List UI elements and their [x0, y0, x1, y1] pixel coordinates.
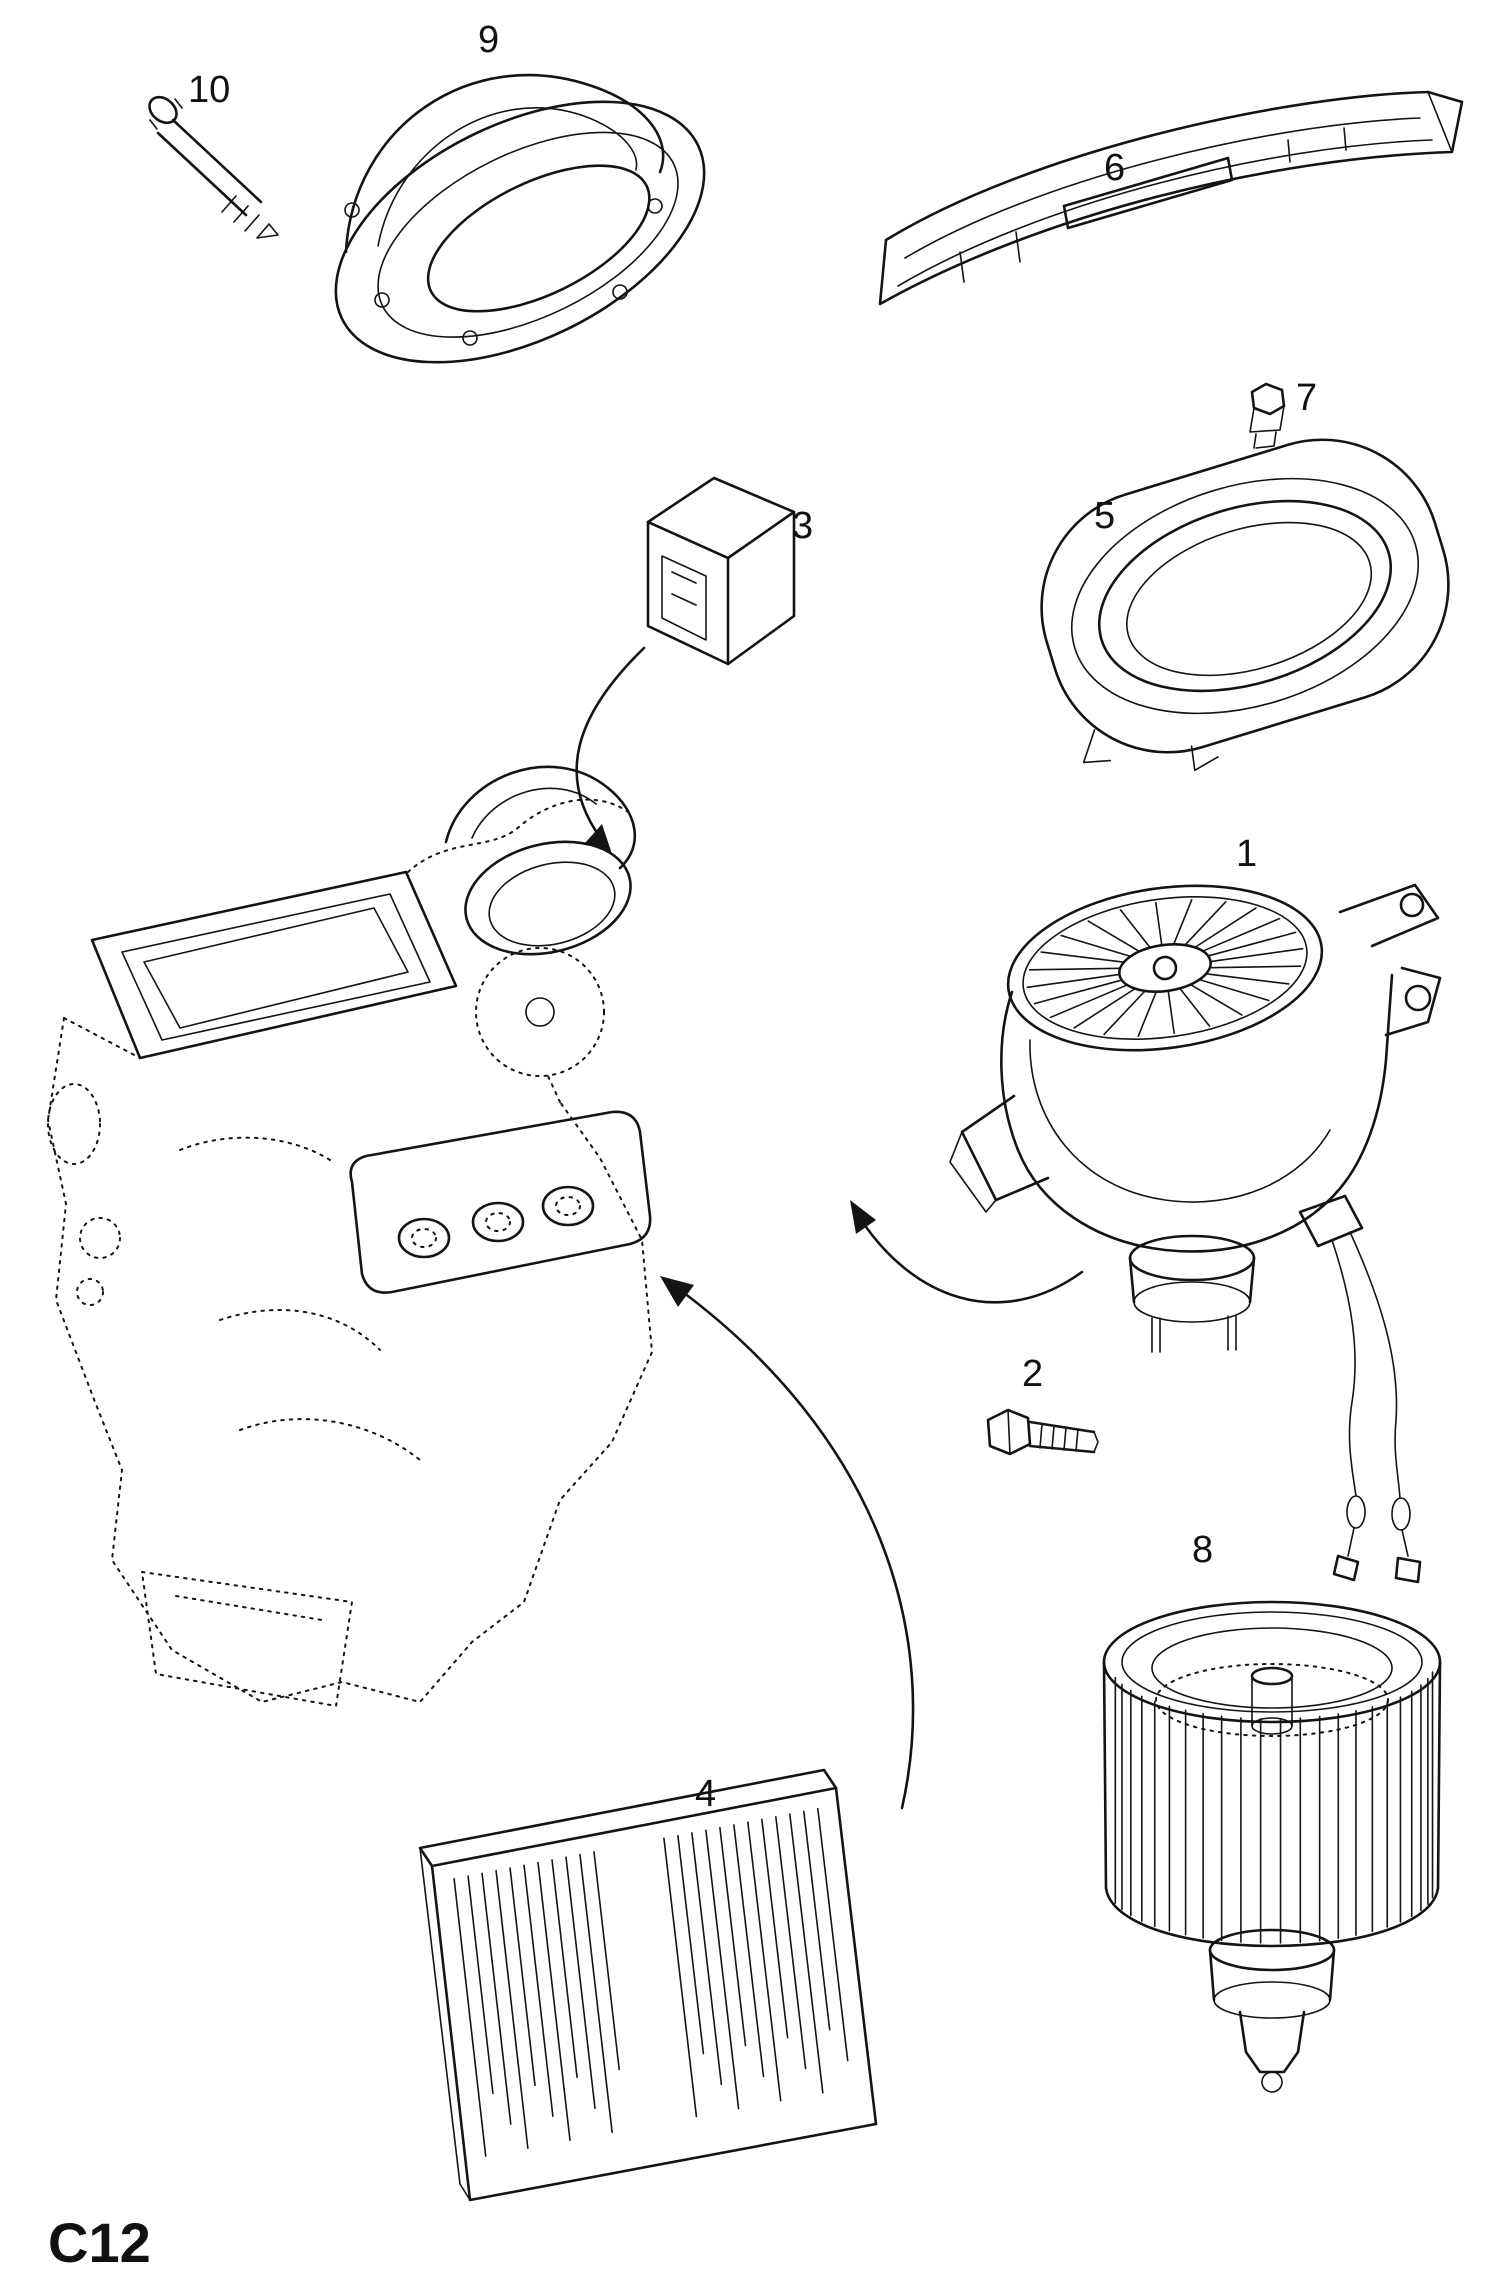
heater-housing-assembly-icon: [46, 765, 654, 1708]
page-code: C12: [48, 2211, 151, 2274]
arrow-part1-to-housing: [850, 1200, 1084, 1304]
part-label-1: 1: [1236, 833, 1257, 875]
part-8-fan-wheel-icon: [1102, 1600, 1442, 2093]
part-label-4: 4: [695, 1773, 716, 1815]
part-1-blower-motor-icon: [949, 883, 1442, 1584]
part-label-2: 2: [1022, 1353, 1043, 1395]
part-10-screw-icon: [148, 95, 279, 239]
part-3-connector-icon: [646, 476, 796, 666]
part-labels: 10 9 6 7 5 3 1 2 8 4: [188, 19, 1317, 1815]
part-label-5: 5: [1094, 495, 1115, 537]
arrow-part4-to-housing: [660, 1276, 915, 1810]
part-label-8: 8: [1192, 1529, 1213, 1571]
part-7-bolt-icon: [1249, 382, 1286, 449]
arrow-part3-to-housing: [575, 646, 646, 854]
part-4-filter-icon: [418, 1768, 878, 2202]
part-9-air-intake-cover-icon: [334, 73, 706, 364]
part-label-6: 6: [1104, 147, 1125, 189]
part-2-bolt-icon: [986, 1408, 1099, 1456]
part-label-10: 10: [188, 69, 230, 111]
part-5-seal-ring-icon: [1040, 438, 1450, 772]
part-label-7: 7: [1296, 377, 1317, 419]
part-6-water-deflector-icon: [878, 90, 1464, 306]
part-label-9: 9: [478, 19, 499, 61]
part-label-3: 3: [792, 505, 813, 547]
